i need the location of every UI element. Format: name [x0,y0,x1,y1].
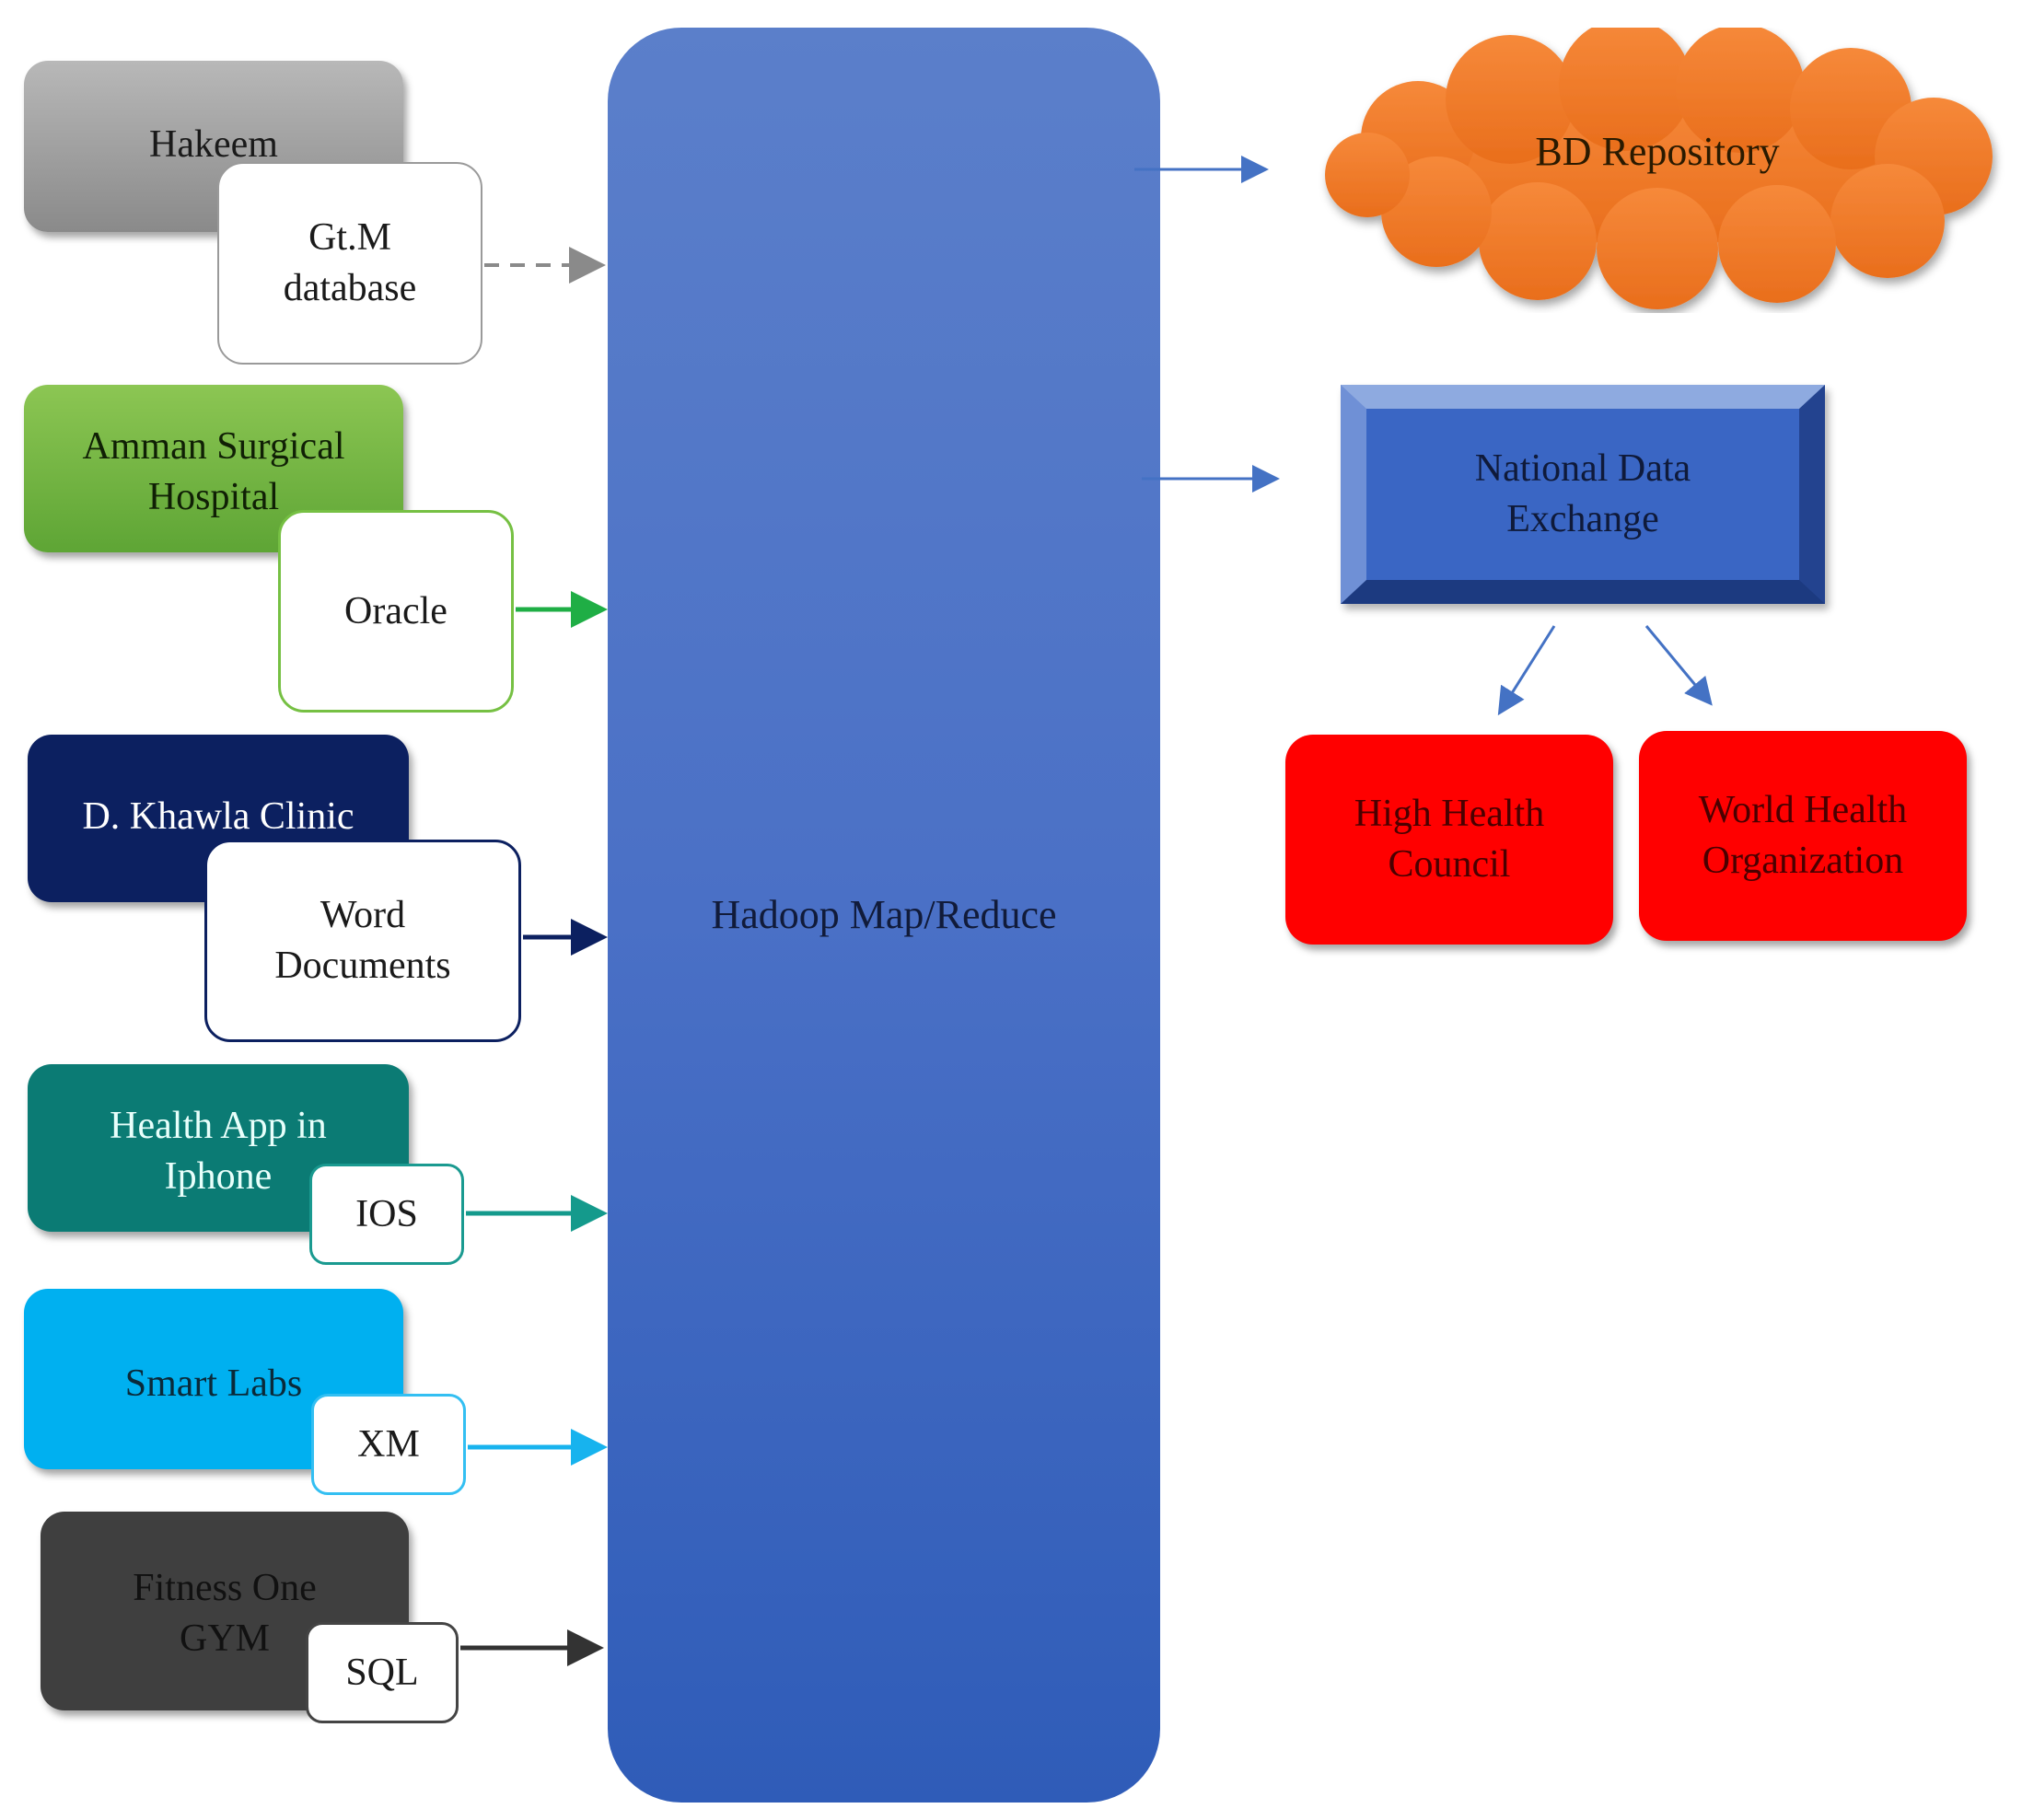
format-ios: IOS [309,1164,464,1265]
national-data-exchange: National Data Exchange [1341,385,1825,604]
format-word-documents: Word Documents [204,840,521,1042]
format-sql: SQL [306,1622,459,1723]
format-xm: XM [311,1394,466,1495]
source-label: D. Khawla Clinic [82,795,354,838]
arrow-exchange-to-council [1497,625,1556,716]
bd-repository-cloud-icon [1325,28,1993,309]
world-health-organization: World Health Organization [1639,731,1967,941]
source-label: Amman Surgical Hospital [82,425,345,518]
format-oracle: Oracle [278,510,514,713]
source-label: Fitness One GYM [133,1567,317,1660]
source-label: Smart Labs [124,1362,303,1405]
format-gtm-database: Gt.M database [217,162,482,365]
arrow-exchange-to-who [1644,625,1713,706]
high-health-council: High Health Council [1285,735,1613,945]
source-label: Hakeem [149,123,278,166]
bd-repository-label: BD Repository [1535,129,1780,175]
source-label: Health App in Iphone [110,1105,327,1198]
source-hakeem: Hakeem [24,61,403,232]
source-khawla-clinic: D. Khawla Clinic [28,735,409,902]
hadoop-map-reduce: Hadoop Map/Reduce [608,28,1160,1803]
